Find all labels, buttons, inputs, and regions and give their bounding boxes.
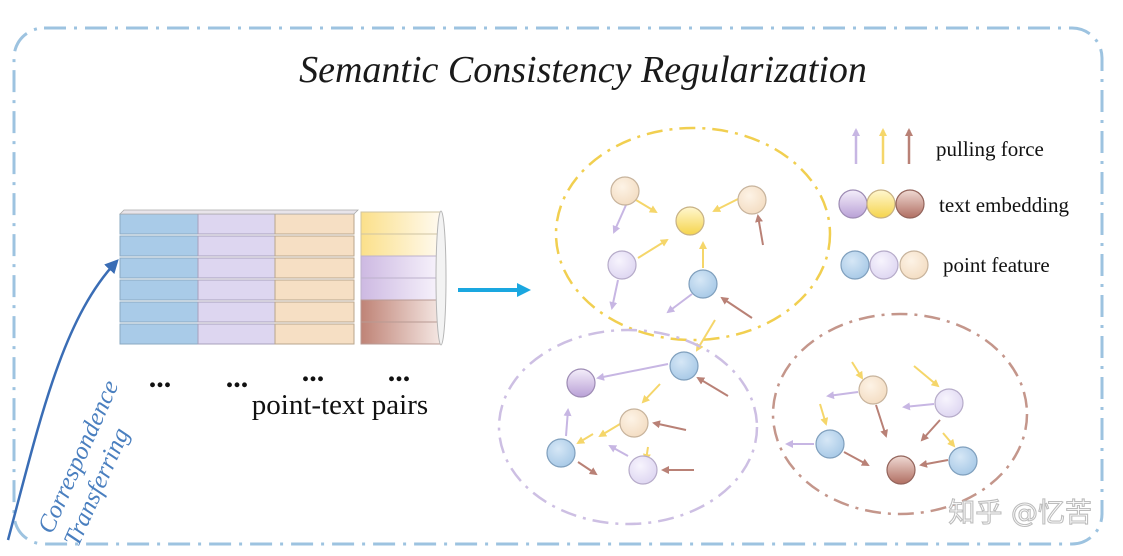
blue-point-feature-icon xyxy=(840,250,870,280)
pair-row xyxy=(119,255,442,279)
point-feature-node xyxy=(610,176,640,206)
ellipsis-1: ... xyxy=(149,361,172,394)
point-feature-node xyxy=(628,455,658,485)
point-feature-node xyxy=(948,446,978,476)
point-feature-node xyxy=(619,408,649,438)
pair-row xyxy=(119,277,442,301)
legend-text-embedding: text embedding xyxy=(939,193,1070,217)
cluster-boundary xyxy=(497,328,759,526)
ellipsis-2: ... xyxy=(226,361,249,394)
purple-point-feature-icon xyxy=(869,250,899,280)
outer-frame xyxy=(12,26,1104,546)
text-embedding-node xyxy=(566,368,596,398)
cluster-yellow xyxy=(554,126,832,342)
pair-row xyxy=(119,233,442,257)
cluster-purple xyxy=(497,328,759,526)
watermark: 知乎 @忆苦 xyxy=(948,498,1092,529)
pair-row xyxy=(119,321,442,345)
peach-point-feature-icon xyxy=(899,250,929,280)
purple-text-embedding-icon xyxy=(838,189,868,219)
point-feature-node xyxy=(858,375,888,405)
point-feature-node xyxy=(737,185,767,215)
legend-point-feature: point feature xyxy=(943,253,1050,277)
diagram-title: Semantic Consistency Regularization xyxy=(299,49,867,91)
pair-row xyxy=(119,299,442,323)
yellow-text-embedding-icon xyxy=(866,189,896,219)
point-feature-node xyxy=(934,388,964,418)
legend: pulling force text embedding point featu… xyxy=(838,128,1070,280)
cluster-boundary xyxy=(771,312,1029,516)
legend-pulling-force: pulling force xyxy=(936,137,1044,161)
point-feature-node xyxy=(546,438,576,468)
ellipsis-3: ... xyxy=(302,355,325,388)
correspondence-curve-arrow xyxy=(6,259,119,541)
point-feature-node xyxy=(607,250,637,280)
point-feature-node xyxy=(669,351,699,381)
point-feature-node xyxy=(688,269,718,299)
pair-row xyxy=(119,209,442,235)
ellipsis-4: ... xyxy=(388,355,411,388)
text-embedding-node xyxy=(886,455,916,485)
point-text-pair-stack xyxy=(119,209,447,346)
brown-text-embedding-icon xyxy=(895,189,925,219)
cluster-boundary xyxy=(554,126,832,342)
point-feature-node xyxy=(815,429,845,459)
cluster-brown xyxy=(771,312,1029,516)
pairs-label: point-text pairs xyxy=(252,389,428,421)
text-embedding-node xyxy=(675,206,705,236)
